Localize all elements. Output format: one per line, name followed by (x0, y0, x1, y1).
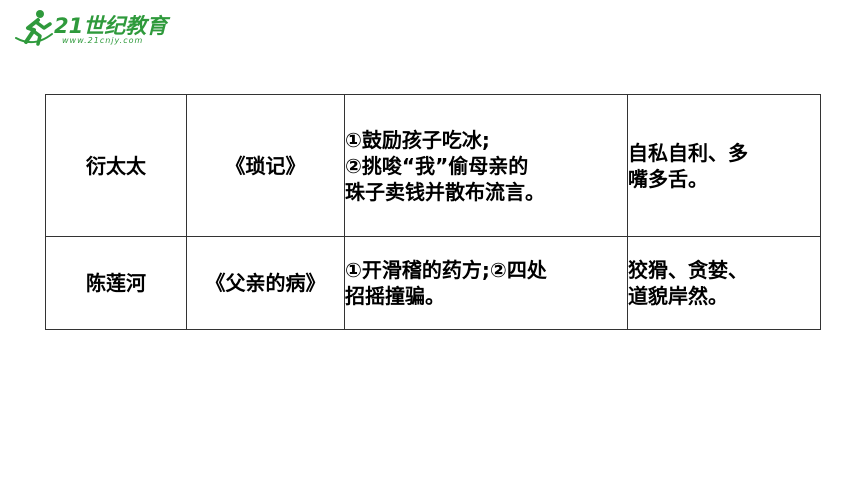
table-row: 衍太太 《琐记》 ①鼓励孩子吃冰; ②挑唆“我”偷母亲的 珠子卖钱并散布流言。 … (45, 94, 821, 237)
logo-brand-text: 21世纪教育 (54, 14, 168, 38)
trait-line: 自私自利、多 (628, 140, 748, 165)
deed-line: ①鼓励孩子吃冰; (345, 127, 490, 152)
work-title-cell: 《琐记》 (186, 94, 345, 237)
character-name-cell: 衍太太 (45, 94, 187, 237)
trait-line: 道貌岸然。 (628, 284, 728, 308)
deeds-cell: ①开滑稽的药方;②四处 招摇撞骗。 (344, 236, 628, 330)
deed-line: ②挑唆“我”偷母亲的 (345, 153, 529, 178)
deed-line: ①开滑稽的药方;②四处 (345, 258, 547, 282)
logo-url-text: www.21cnjy.com (62, 36, 144, 45)
character-name-cell: 陈莲河 (45, 236, 187, 330)
deed-line: 招摇撞骗。 (345, 284, 445, 308)
table-row: 陈莲河 《父亲的病》 ①开滑稽的药方;②四处 招摇撞骗。 狡猾、贪婪、 道貌岸然… (45, 236, 821, 330)
traits-cell: 自私自利、多 嘴多舌。 (627, 94, 821, 237)
deed-line: 珠子卖钱并散布流言。 (345, 179, 545, 204)
traits-cell: 狡猾、贪婪、 道貌岸然。 (627, 236, 821, 330)
trait-line: 狡猾、贪婪、 (628, 258, 748, 282)
work-title-cell: 《父亲的病》 (186, 236, 345, 330)
character-table: 衍太太 《琐记》 ①鼓励孩子吃冰; ②挑唆“我”偷母亲的 珠子卖钱并散布流言。 … (45, 94, 821, 330)
runner-icon (15, 10, 53, 46)
trait-line: 嘴多舌。 (628, 166, 708, 191)
site-logo[interactable]: 21世纪教育 www.21cnjy.com (14, 8, 174, 48)
deeds-cell: ①鼓励孩子吃冰; ②挑唆“我”偷母亲的 珠子卖钱并散布流言。 (344, 94, 628, 237)
